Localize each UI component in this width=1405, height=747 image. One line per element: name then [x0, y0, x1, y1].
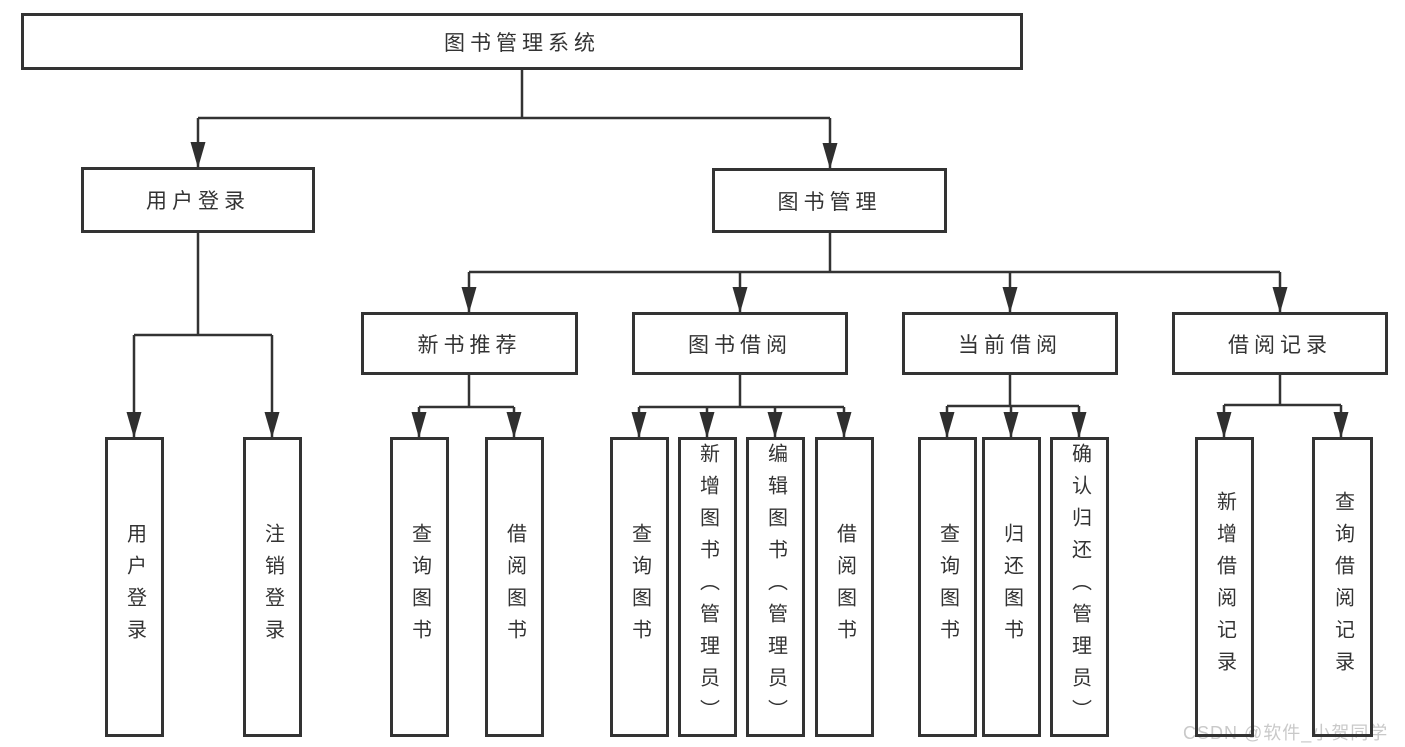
node-user-login-label: 用户登录 — [146, 190, 250, 213]
leaf-query-books-recommend-label: 查询图书 — [408, 523, 431, 651]
leaf-confirm-return-admin-label: 确认归还（管理员） — [1068, 443, 1091, 731]
leaf-add-borrow-record-label: 新增借阅记录 — [1213, 491, 1236, 683]
node-borrow-records: 借阅记录 — [1172, 312, 1388, 375]
node-current-borrowing-label: 当前借阅 — [958, 333, 1062, 357]
leaf-add-book-admin: 新增图书（管理员） — [678, 437, 737, 737]
node-book-management: 图书管理 — [712, 168, 947, 233]
leaf-query-books-recommend: 查询图书 — [390, 437, 449, 737]
node-book-management-label: 图书管理 — [777, 190, 882, 214]
leaf-borrow-books-label: 借阅图书 — [833, 523, 856, 651]
leaf-add-borrow-record: 新增借阅记录 — [1195, 437, 1254, 737]
leaf-edit-book-admin: 编辑图书（管理员） — [746, 437, 805, 737]
leaf-query-borrow-record-label: 查询借阅记录 — [1331, 491, 1354, 683]
watermark-text: CSDN @软件_小贺同学 — [1183, 723, 1389, 743]
node-new-book-recommend-label: 新书推荐 — [417, 333, 522, 357]
node-book-borrowing: 图书借阅 — [632, 312, 848, 375]
leaf-return-book-label: 归还图书 — [1000, 523, 1023, 651]
leaf-query-books-borrowing-label: 查询图书 — [628, 523, 651, 651]
leaf-query-books-current-label: 查询图书 — [936, 523, 959, 651]
leaf-add-book-admin-label: 新增图书（管理员） — [696, 443, 719, 731]
node-root-label: 图书管理系统 — [444, 31, 600, 55]
leaf-logout: 注销登录 — [243, 437, 302, 737]
leaf-confirm-return-admin: 确认归还（管理员） — [1050, 437, 1109, 737]
node-book-borrowing-label: 图书借阅 — [688, 333, 792, 357]
leaf-query-books-borrowing: 查询图书 — [610, 437, 669, 737]
leaf-borrow-books-recommend: 借阅图书 — [485, 437, 544, 737]
leaf-return-book: 归还图书 — [982, 437, 1041, 737]
node-new-book-recommend: 新书推荐 — [361, 312, 578, 375]
leaf-user-login-label: 用户登录 — [123, 523, 146, 651]
node-root: 图书管理系统 — [21, 13, 1023, 70]
leaf-edit-book-admin-label: 编辑图书（管理员） — [764, 443, 787, 731]
leaf-query-books-current: 查询图书 — [918, 437, 977, 737]
leaf-borrow-books: 借阅图书 — [815, 437, 874, 737]
leaf-borrow-books-recommend-label: 借阅图书 — [503, 523, 526, 651]
leaf-user-login: 用户登录 — [105, 437, 164, 737]
leaf-logout-label: 注销登录 — [261, 523, 284, 651]
node-borrow-records-label: 借阅记录 — [1228, 333, 1332, 357]
node-current-borrowing: 当前借阅 — [902, 312, 1118, 375]
leaf-query-borrow-record: 查询借阅记录 — [1312, 437, 1373, 737]
node-user-login: 用户登录 — [81, 167, 315, 233]
